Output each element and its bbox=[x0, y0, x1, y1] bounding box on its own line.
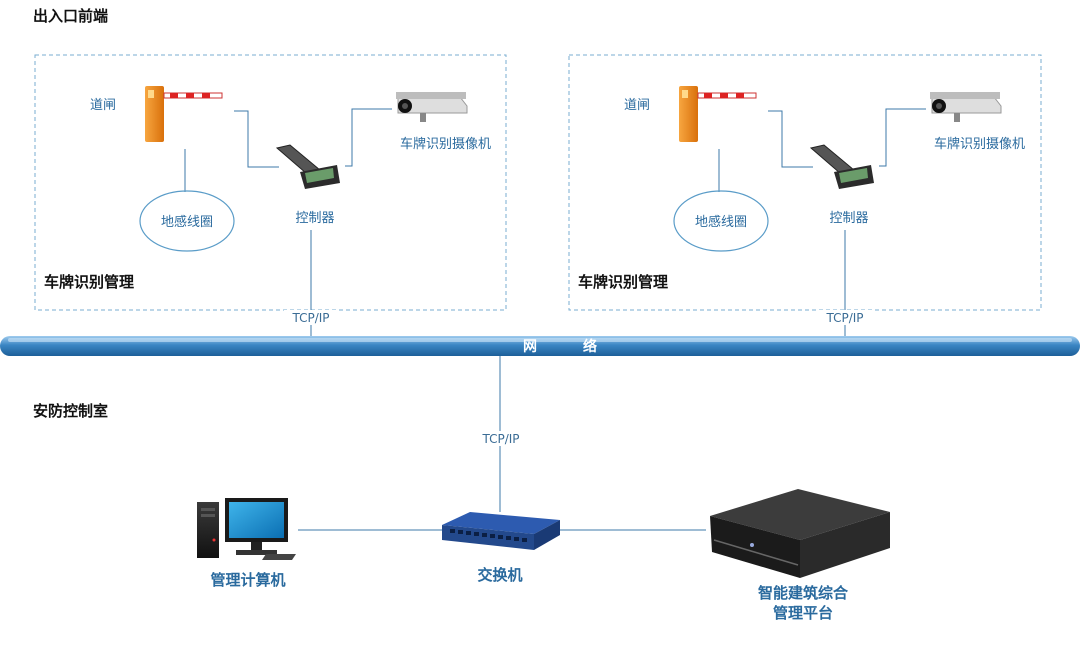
loop-detector-icon bbox=[139, 190, 235, 252]
protocol-label: TCP/IP bbox=[825, 311, 863, 325]
protocol-label: TCP/IP bbox=[291, 311, 329, 325]
switch-protocol-label: TCP/IP bbox=[481, 432, 519, 446]
controller-icon bbox=[275, 144, 340, 189]
network-switch-icon bbox=[442, 512, 560, 550]
camera-icon bbox=[930, 92, 1002, 122]
zone-title: 车牌识别管理 bbox=[578, 273, 668, 291]
platform-label-line1: 智能建筑综合 bbox=[758, 584, 849, 602]
camera-label: 车牌识别摄像机 bbox=[934, 136, 1025, 152]
loop-label: 地感线圈 bbox=[161, 214, 213, 230]
loop-detector-icon bbox=[673, 190, 769, 252]
network-label-right: 络 bbox=[583, 338, 599, 355]
zone-right: 道闸 地感线圈 控制器 车牌识别摄像机 车牌识别管理 TCP/IP bbox=[568, 54, 1042, 336]
controller-icon bbox=[809, 144, 874, 189]
barrier-gate-icon bbox=[679, 86, 757, 142]
loop-label: 地感线圈 bbox=[695, 214, 747, 230]
computer-label: 管理计算机 bbox=[210, 571, 285, 589]
barrier-label: 道闸 bbox=[624, 98, 650, 113]
zone-border bbox=[34, 54, 507, 311]
management-computer-icon bbox=[197, 498, 296, 560]
platform-server-icon bbox=[710, 489, 890, 578]
control-room-section-title: 安防控制室 bbox=[33, 402, 108, 420]
zone-title: 车牌识别管理 bbox=[44, 273, 134, 291]
camera-label: 车牌识别摄像机 bbox=[400, 136, 491, 152]
controller-label: 控制器 bbox=[295, 211, 334, 226]
barrier-gate-icon bbox=[145, 86, 223, 142]
controller-label: 控制器 bbox=[829, 211, 868, 226]
zone-border bbox=[568, 54, 1042, 311]
platform-label-line2: 管理平台 bbox=[773, 604, 833, 622]
barrier-label: 道闸 bbox=[90, 98, 116, 113]
switch-label: 交换机 bbox=[477, 566, 522, 584]
entrance-section-title: 出入口前端 bbox=[33, 7, 108, 25]
zone-left: 道闸 地感线圈 控制器 车牌识别摄像机 车牌识别管理 TCP/I bbox=[34, 54, 507, 336]
network-bus: 网 络 bbox=[0, 336, 1080, 356]
camera-icon bbox=[396, 92, 468, 122]
network-label-left: 网 bbox=[523, 339, 539, 355]
